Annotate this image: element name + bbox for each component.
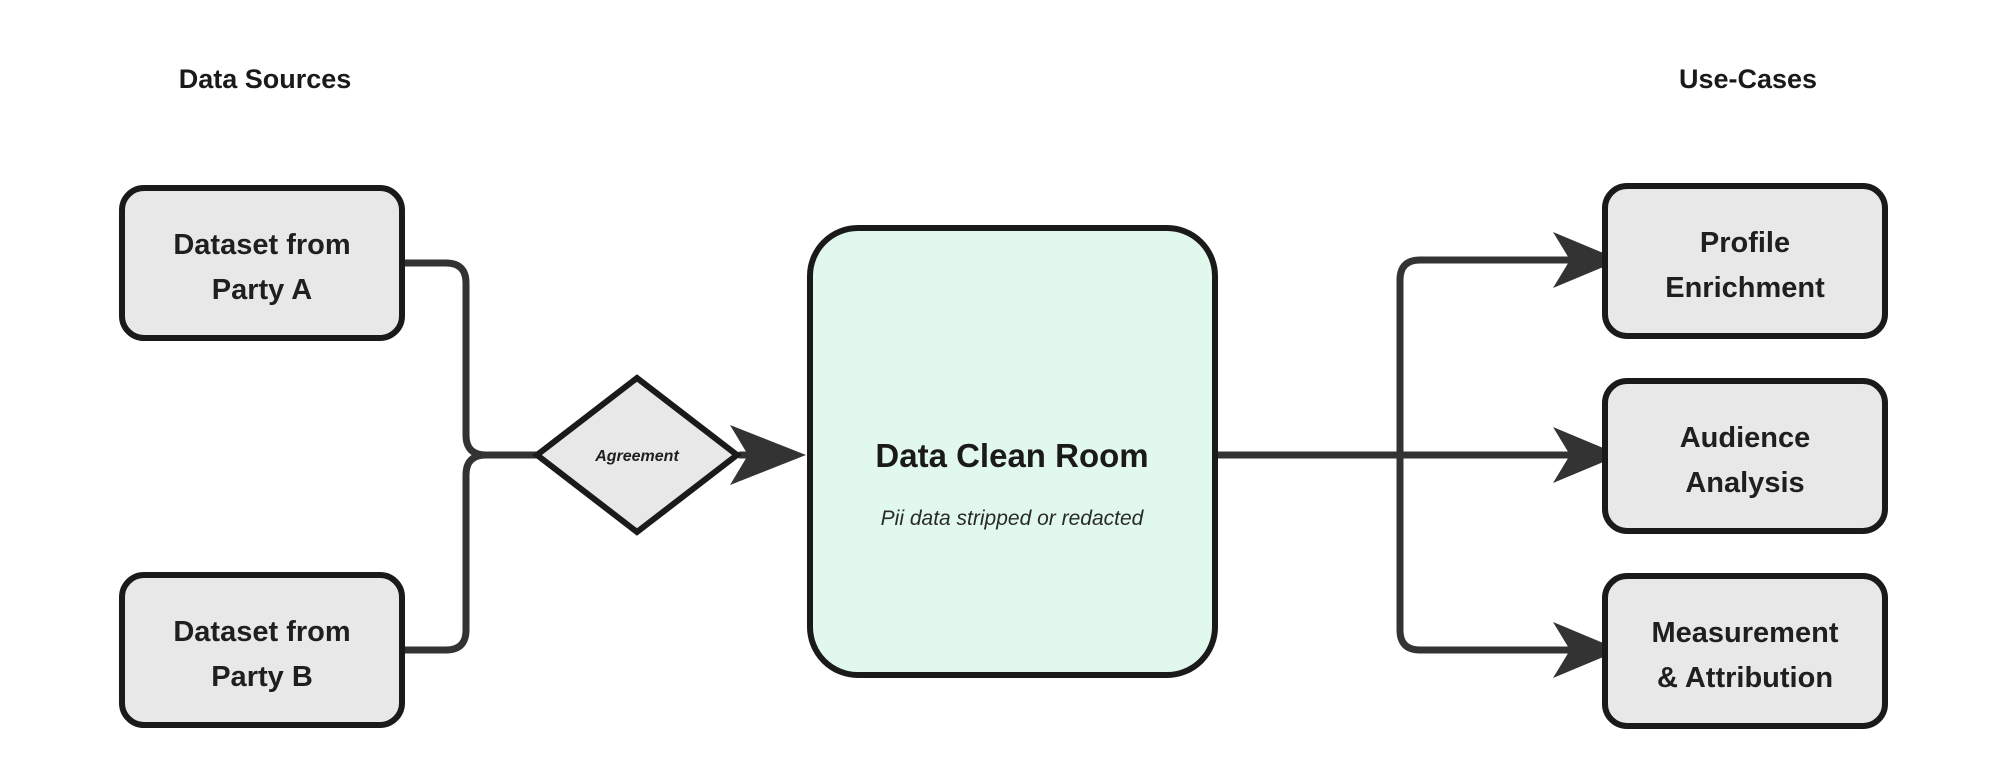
node-measurement-attribution-line2: & Attribution	[1657, 662, 1833, 694]
arrow-head-into-audience-analysis	[1553, 427, 1620, 483]
node-agreement-gate[interactable]: Agreement	[532, 374, 742, 536]
node-audience-analysis-line1: Audience	[1680, 422, 1811, 454]
heading-data-sources: Data Sources	[179, 64, 352, 94]
node-profile-enrichment-line1: Profile	[1700, 227, 1790, 259]
node-dataset-party-b[interactable]: Dataset from Party B	[119, 572, 405, 728]
node-data-clean-room-shape[interactable]	[807, 225, 1218, 678]
node-measurement-attribution-shape[interactable]	[1602, 573, 1888, 729]
node-audience-analysis[interactable]: Audience Analysis	[1602, 378, 1888, 534]
edge-trunk-to-profile-enrichment	[1396, 256, 1576, 459]
node-audience-analysis-line2: Analysis	[1685, 467, 1804, 499]
node-dataset-party-a-line2: Party A	[212, 274, 313, 306]
node-dataset-party-a-shape[interactable]	[119, 185, 405, 341]
arrow-head-into-measurement-attribution	[1553, 622, 1620, 678]
node-profile-enrichment[interactable]: Profile Enrichment	[1602, 183, 1888, 339]
node-profile-enrichment-shape[interactable]	[1602, 183, 1888, 339]
edge-trunk-to-measurement-attribution	[1396, 451, 1576, 654]
node-dataset-party-a-line1: Dataset from	[173, 229, 350, 261]
node-data-clean-room-title: Data Clean Room	[875, 437, 1148, 474]
heading-use-cases: Use-Cases	[1679, 64, 1817, 94]
node-dataset-party-b-shape[interactable]	[119, 572, 405, 728]
node-data-clean-room-subtitle: Pii data stripped or redacted	[881, 507, 1145, 530]
node-audience-analysis-shape[interactable]	[1602, 378, 1888, 534]
edge-group-gate-to-clean-room	[730, 425, 806, 485]
node-agreement-gate-label: Agreement	[594, 448, 679, 465]
node-dataset-party-a[interactable]: Dataset from Party A	[119, 185, 405, 341]
node-agreement-gate-shape[interactable]	[532, 374, 742, 536]
node-measurement-attribution-line1: Measurement	[1652, 617, 1839, 649]
node-dataset-party-b-line1: Dataset from	[173, 616, 350, 648]
edge-group-sources-to-gate	[398, 259, 544, 654]
node-profile-enrichment-line2: Enrichment	[1665, 272, 1825, 304]
edge-party-a-to-gate	[398, 259, 544, 459]
edge-group-clean-room-to-use-cases	[1211, 232, 1620, 678]
arrow-head-into-clean-room	[730, 425, 806, 485]
node-measurement-attribution[interactable]: Measurement & Attribution	[1602, 573, 1888, 729]
node-dataset-party-b-line2: Party B	[211, 661, 313, 693]
node-data-clean-room[interactable]: Data Clean Room Pii data stripped or red…	[807, 225, 1218, 678]
arrow-head-into-profile-enrichment	[1553, 232, 1620, 288]
edge-party-b-to-gate	[398, 451, 544, 654]
